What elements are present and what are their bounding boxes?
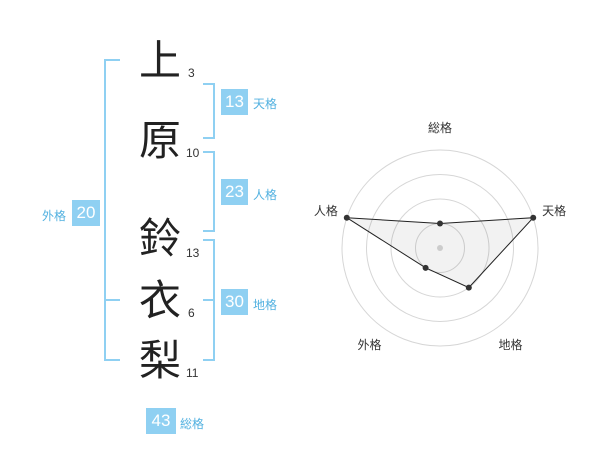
radar-center [437, 245, 443, 251]
jinkaku-value: 23 [221, 179, 248, 205]
gaikaku-value: 20 [72, 200, 100, 226]
stroke-count-3: 13 [186, 246, 200, 260]
radar-label-0: 総格 [428, 120, 452, 135]
chikaku-value: 30 [221, 289, 248, 315]
radar-point-2 [465, 284, 472, 291]
radar-label-1: 天格 [542, 203, 566, 218]
stroke-count-4: 6 [188, 306, 195, 320]
kanji-4: 衣 [138, 276, 181, 325]
radar-area [346, 217, 535, 289]
gaikaku-label: 外格 [42, 209, 67, 223]
kanji-3: 鈴 [138, 214, 181, 263]
kanji-1: 上 [138, 36, 181, 85]
radar-ring-3 [366, 174, 514, 322]
tenkaku-bracket [203, 83, 215, 139]
radar-label-4: 人格 [314, 203, 338, 218]
tenkaku-value: 13 [221, 89, 248, 115]
radar-points [343, 214, 537, 291]
radar-point-4 [343, 214, 350, 221]
stroke-count-2: 10 [186, 146, 200, 160]
chikaku-tick [203, 299, 215, 301]
stroke-count-5: 11 [186, 366, 199, 380]
jinkaku-bracket [203, 151, 215, 232]
radar-point-0 [437, 220, 443, 227]
radar-label-2: 地格 [499, 337, 523, 352]
soukaku-value: 43 [146, 408, 176, 434]
soukaku-label: 総格 [180, 417, 205, 431]
stroke-count-1: 3 [188, 66, 195, 80]
jinkaku-label: 人格 [253, 188, 278, 202]
tenkaku-label: 天格 [253, 97, 278, 111]
radar-point-3 [422, 264, 429, 271]
kanji-5: 梨 [138, 336, 181, 385]
gaikaku-tick [104, 299, 120, 301]
kanji-2: 原 [138, 116, 181, 165]
radar-label-3: 外格 [357, 337, 381, 352]
radar-rings [341, 149, 539, 347]
radar-point-1 [530, 214, 537, 221]
radar-ring-2 [390, 198, 490, 298]
chikaku-label: 地格 [253, 298, 278, 312]
gaikaku-bracket [104, 59, 120, 361]
radar-ring-4 [341, 149, 539, 347]
